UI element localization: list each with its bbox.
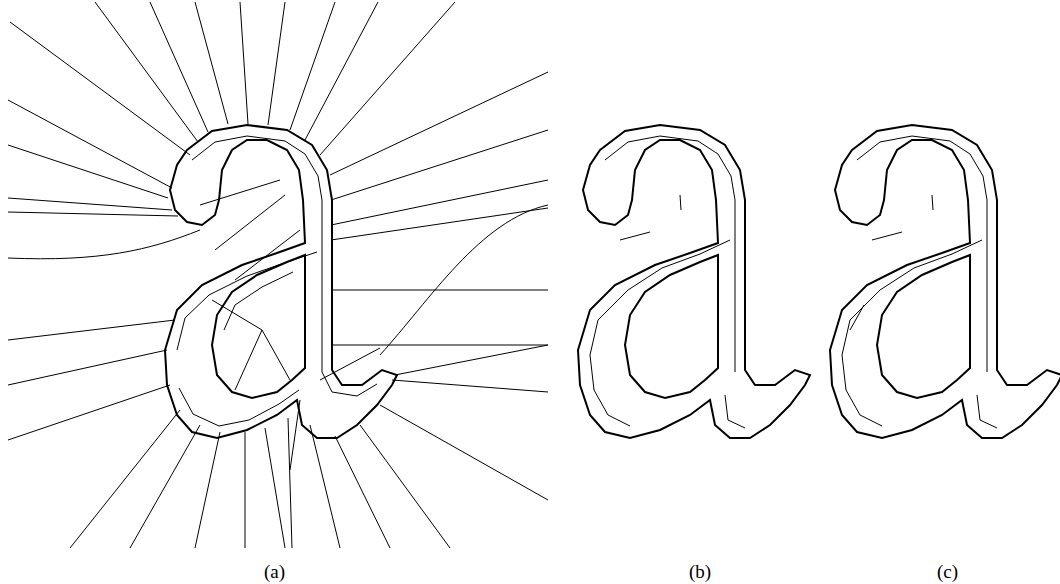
panel-label: (c): [935, 561, 960, 583]
panel-label: (a): [262, 561, 287, 583]
panel-label: (b): [687, 561, 713, 583]
